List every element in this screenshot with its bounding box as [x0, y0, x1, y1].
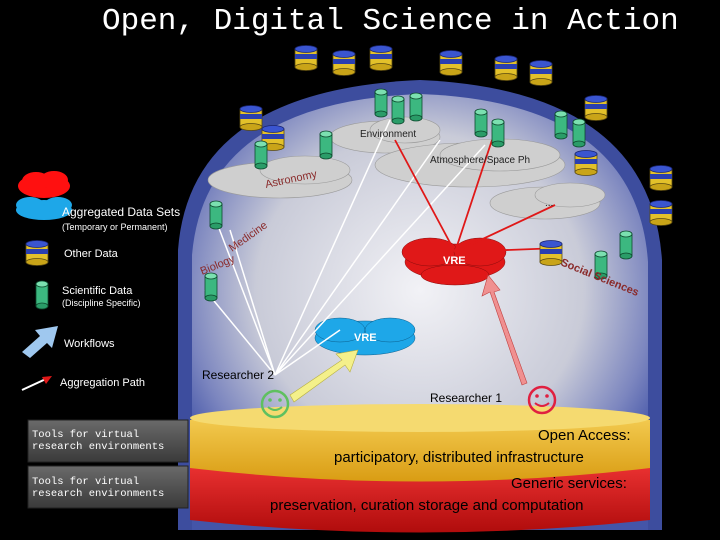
smiley-green-icon	[260, 389, 290, 419]
researcher-2-label: Researcher 2	[202, 368, 275, 382]
open-access-title: Open Access:	[538, 427, 631, 444]
domain-atmosphere: Atmosphere/Space Ph	[430, 155, 531, 166]
legend-scientific: Scientific Data	[62, 285, 133, 297]
legend-workflows: Workflows	[64, 338, 115, 350]
aggregated-icon	[16, 171, 72, 220]
aggregation-path-icon	[21, 376, 52, 391]
scientific-data-icon	[35, 280, 49, 310]
legend-aggregation: Aggregation Path	[60, 377, 146, 389]
smiley-red-icon	[527, 385, 557, 415]
generic-title: Generic services:	[511, 475, 627, 492]
other-data-icon	[25, 240, 49, 266]
tools-line-2: research environments	[32, 488, 165, 500]
domain-ellipsis: ...	[545, 198, 554, 209]
vre-upper-label: VRE	[443, 255, 466, 267]
legend-other: Other Data	[64, 248, 118, 260]
open-access-desc: participatory, distributed infrastructur…	[334, 449, 584, 466]
tools-line-1: Tools for virtual	[32, 476, 140, 488]
legend-scientific-sub: (Discipline Specific)	[62, 298, 141, 308]
workflow-icon	[22, 326, 58, 358]
tools-box-1: Tools for virtual research environments	[32, 429, 192, 453]
generic-desc: preservation, curation storage and compu…	[270, 497, 584, 514]
tools-line-2: research environments	[32, 441, 165, 453]
domain-environment: Environment	[360, 129, 417, 140]
tools-line-1: Tools for virtual	[32, 429, 140, 441]
legend-aggregated-sub: (Temporary or Permanent)	[62, 222, 168, 232]
vre-lower-label: VRE	[354, 332, 377, 344]
legend-aggregated: Aggregated Data Sets	[62, 205, 181, 219]
researcher-1-label: Researcher 1	[430, 391, 503, 405]
page-title: Open, Digital Science in Action	[102, 4, 679, 39]
tools-box-2: Tools for virtual research environments	[32, 476, 192, 500]
